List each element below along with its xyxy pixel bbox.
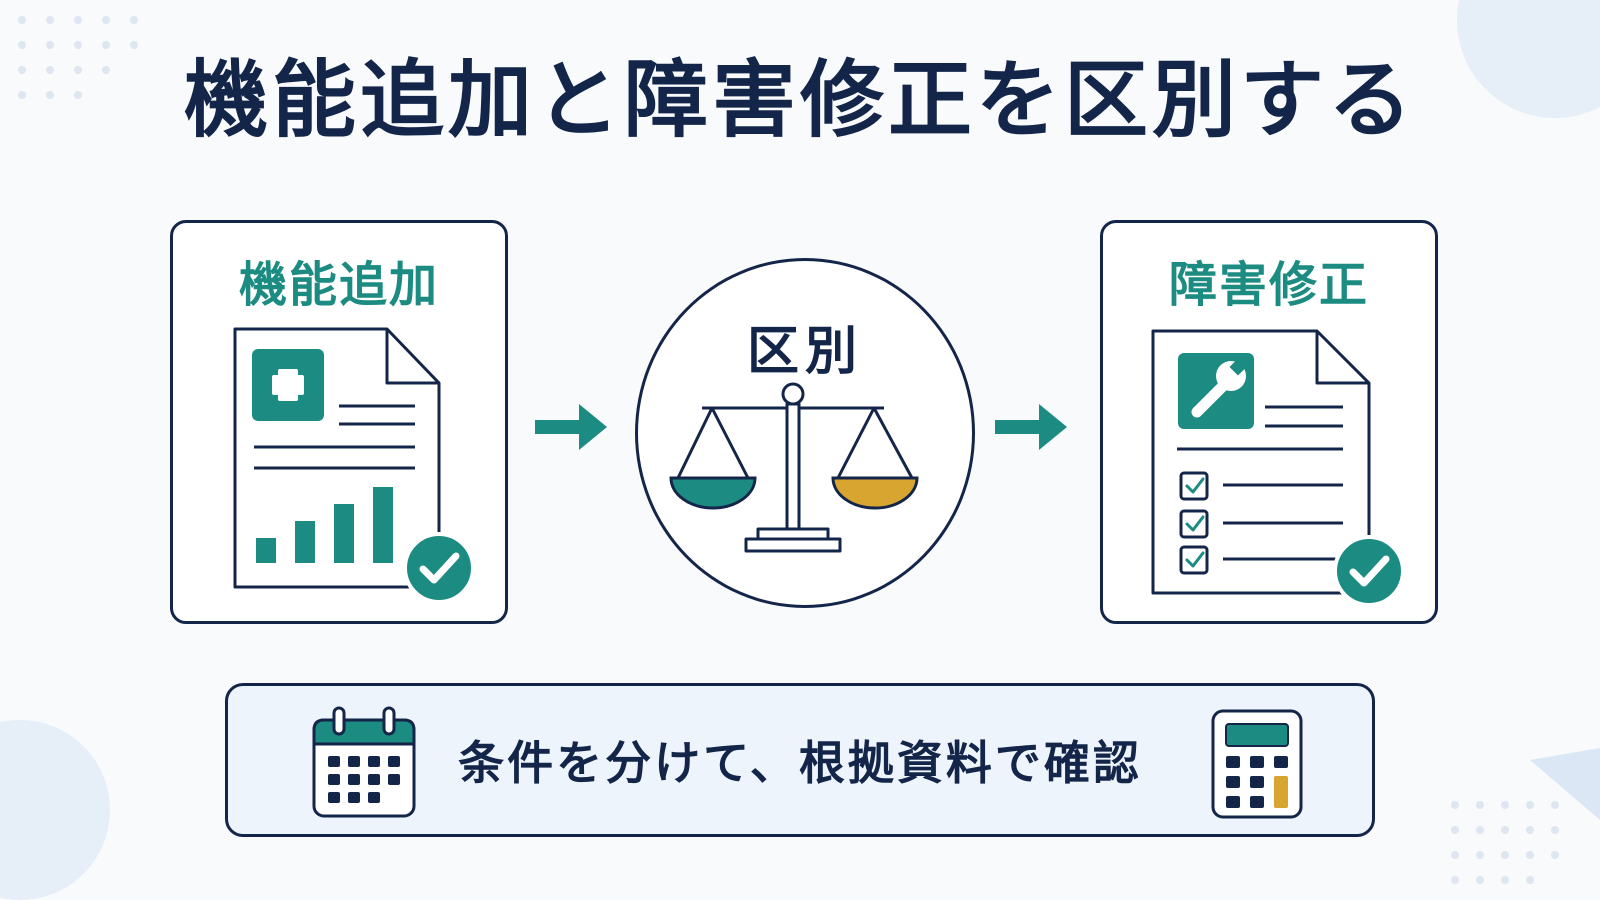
- bugfix-document-illustration: [1151, 329, 1405, 607]
- dot-grid-bottom-right: [1451, 801, 1559, 884]
- check-circle-icon-2: [1333, 535, 1405, 607]
- corner-circle-top-right: [1457, 0, 1600, 118]
- conclusion-text: 条件を分けて、根拠資料で確認: [458, 736, 1142, 790]
- corner-triangle-bottom-right: [1530, 748, 1600, 820]
- page-title: 機能追加と障害修正を区別する: [183, 51, 1416, 149]
- plus-icon: [252, 349, 324, 421]
- arrow-right-icon-2: [995, 404, 1067, 450]
- bug-fix-label: 障害修正: [1168, 257, 1369, 313]
- left-pan: [669, 476, 757, 510]
- checkbox-list-icon: [1179, 471, 1209, 575]
- balance-scale-icon: [669, 382, 919, 553]
- calendar-icon: [312, 706, 416, 818]
- conclusion-banner: 条件を分けて、根拠資料で確認: [225, 683, 1375, 837]
- distinguish-label: 区別: [746, 322, 863, 382]
- bar-chart-icon: [256, 487, 393, 563]
- feature-addition-card: 機能追加: [170, 220, 508, 624]
- corner-circle-bottom-left: [0, 720, 110, 900]
- text-lines-2: [1177, 405, 1343, 561]
- check-circle-icon: [403, 532, 475, 604]
- distinguish-circle: 区別: [635, 258, 975, 608]
- bug-fix-card: 障害修正: [1100, 220, 1438, 624]
- dot-grid-top-left: [18, 16, 138, 99]
- wrench-icon: [1178, 353, 1254, 429]
- right-pan: [831, 476, 919, 510]
- feature-addition-label: 機能追加: [238, 257, 439, 313]
- text-lines: [254, 404, 415, 470]
- feature-document-illustration: [233, 327, 475, 604]
- arrow-right-icon: [535, 404, 607, 450]
- calculator-icon: [1211, 709, 1303, 819]
